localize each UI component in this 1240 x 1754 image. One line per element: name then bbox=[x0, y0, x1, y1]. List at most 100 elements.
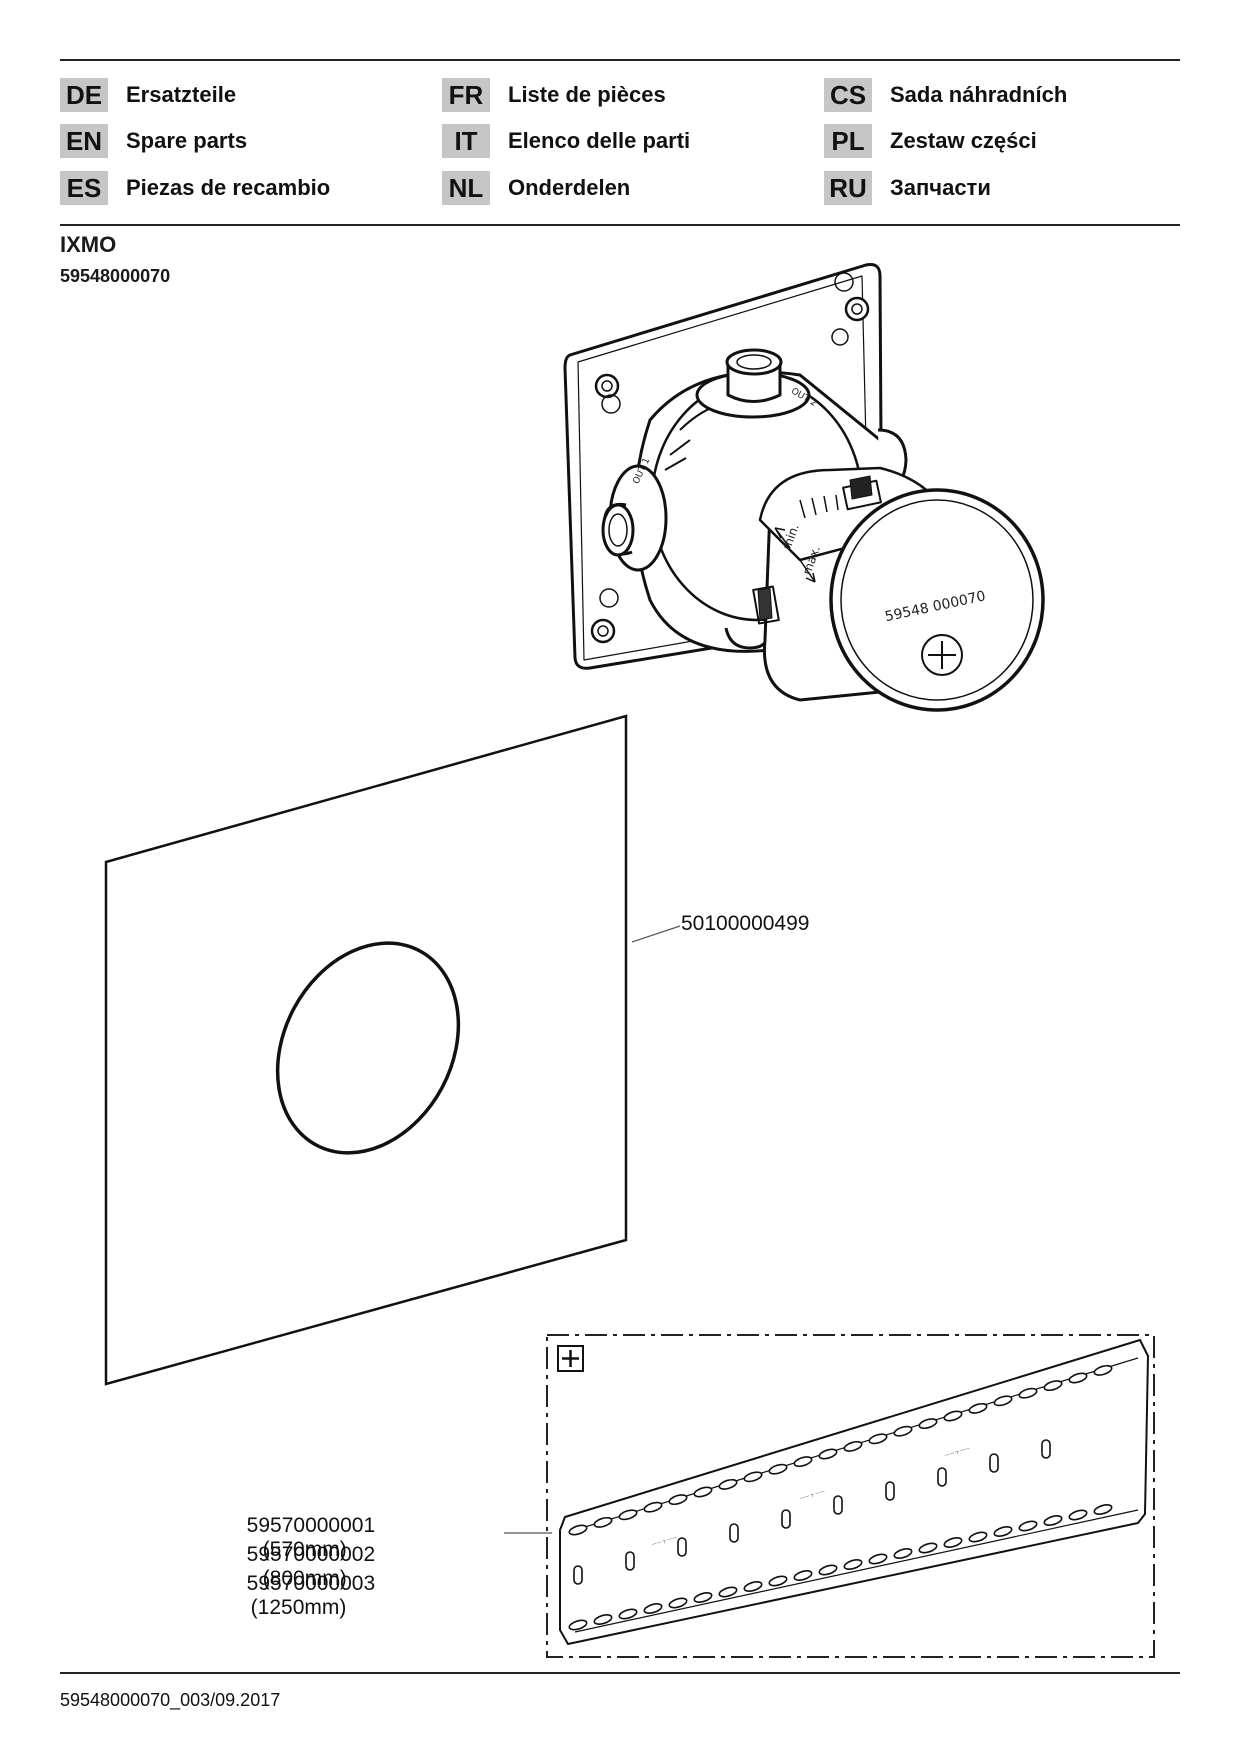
rail-slot bbox=[989, 1453, 999, 1473]
rail-slot bbox=[643, 1603, 663, 1614]
rail-slot bbox=[693, 1486, 713, 1498]
rail-slot bbox=[818, 1448, 838, 1460]
rail-slot bbox=[1043, 1380, 1063, 1392]
rail-slot bbox=[668, 1494, 688, 1506]
lang-code: NL bbox=[442, 171, 490, 205]
rail-slot bbox=[833, 1495, 843, 1515]
rail-slot bbox=[729, 1523, 739, 1543]
rail-slot bbox=[1093, 1364, 1113, 1376]
rail-slot bbox=[1068, 1372, 1088, 1384]
top-rule bbox=[60, 59, 1180, 61]
rail-part-size: (570mm) bbox=[262, 1538, 347, 1561]
rail-slot bbox=[568, 1524, 588, 1536]
rail-slot bbox=[768, 1575, 788, 1587]
rail-slot bbox=[593, 1614, 613, 1625]
header-bottom-rule bbox=[60, 224, 1180, 226]
lang-code: DE bbox=[60, 78, 108, 112]
lang-row-fr: FR Liste de pièces bbox=[442, 78, 666, 112]
rail-slot bbox=[918, 1418, 938, 1430]
lang-code: PL bbox=[824, 124, 872, 158]
rail-slot bbox=[843, 1559, 863, 1570]
rail-slot bbox=[1041, 1439, 1051, 1459]
rail-part-row-2: 59570000002 (800mm) bbox=[235, 1519, 375, 1591]
rail-part-row-3: 59570000003 (1250mm) bbox=[235, 1548, 375, 1620]
lang-row-pl: PL Zestaw części bbox=[824, 124, 1037, 158]
rail-slot bbox=[618, 1509, 638, 1521]
seal-plate bbox=[104, 714, 628, 1386]
lang-label: Liste de pièces bbox=[508, 82, 666, 107]
rail-slot bbox=[893, 1425, 913, 1437]
footer-rule bbox=[60, 1672, 1180, 1674]
lang-label: Spare parts bbox=[126, 128, 248, 153]
rail-slot bbox=[918, 1542, 938, 1554]
rail-slot bbox=[993, 1526, 1013, 1537]
valve-assembly bbox=[563, 263, 1045, 712]
rail-slot bbox=[818, 1564, 838, 1576]
rail-slot bbox=[793, 1570, 813, 1581]
rail-slot bbox=[768, 1463, 788, 1475]
lang-code: EN bbox=[60, 124, 108, 158]
rail-part-number: 59570000003 bbox=[246, 1572, 376, 1595]
rail-slot bbox=[1043, 1515, 1063, 1526]
lang-row-de: DE Ersatzteile bbox=[60, 78, 236, 112]
lang-row-cs: CS Sada náhradních bbox=[824, 78, 1067, 112]
document-id: 59548000070_003/09.2017 bbox=[60, 1690, 281, 1710]
rail-slot bbox=[677, 1537, 687, 1557]
rail-slot bbox=[1018, 1520, 1038, 1532]
rail-slot bbox=[781, 1509, 791, 1529]
lang-label: Elenco delle parti bbox=[508, 128, 691, 153]
rail-slot bbox=[885, 1481, 895, 1501]
lang-code: ES bbox=[60, 171, 108, 205]
product-title: IXMO bbox=[60, 232, 117, 257]
lang-label: Ersatzteile bbox=[126, 82, 237, 107]
rail-part-number: 59570000002 bbox=[246, 1543, 376, 1566]
rail-slot bbox=[718, 1586, 738, 1598]
lang-label: Piezas de recambio bbox=[126, 175, 331, 200]
rail-part-size: (800mm) bbox=[262, 1567, 347, 1590]
rail-slot bbox=[943, 1537, 963, 1548]
rail-slot bbox=[993, 1395, 1013, 1407]
product-number: 59548000070 bbox=[60, 266, 171, 286]
lang-row-it: IT Elenco delle parti bbox=[442, 124, 690, 158]
rail-slot bbox=[568, 1619, 588, 1631]
lang-label: Zestaw części bbox=[890, 128, 1037, 153]
rail-slot bbox=[743, 1581, 763, 1592]
rail-slot bbox=[618, 1608, 638, 1620]
lang-row-en: EN Spare parts bbox=[60, 124, 247, 158]
rail-slot bbox=[893, 1548, 913, 1559]
rail-slot bbox=[1093, 1504, 1113, 1515]
rail-slot bbox=[625, 1551, 635, 1571]
lang-code: RU bbox=[824, 171, 872, 205]
rail-slot bbox=[718, 1478, 738, 1490]
rail-slot bbox=[1018, 1387, 1038, 1399]
seal-plate-part-number: 50100000499 bbox=[681, 912, 810, 935]
rail-slot bbox=[843, 1440, 863, 1452]
rail-part-number: 59570000001 bbox=[246, 1514, 376, 1537]
rail-slot bbox=[573, 1565, 583, 1585]
lang-label: Запчасти bbox=[890, 175, 991, 200]
lang-label: Onderdelen bbox=[508, 175, 631, 200]
lang-code: FR bbox=[442, 78, 490, 112]
rail-slot bbox=[1068, 1509, 1088, 1521]
rail-slot bbox=[793, 1456, 813, 1468]
rail-part-row-1: 59570000001 (570mm) bbox=[235, 1490, 375, 1562]
rail-part-size: (1250mm) bbox=[250, 1596, 347, 1619]
rail-slot bbox=[593, 1516, 613, 1528]
lang-row-es: ES Piezas de recambio bbox=[60, 171, 330, 205]
lang-row-ru: RU Запчасти bbox=[824, 171, 991, 205]
lang-label: Sada náhradních bbox=[890, 82, 1068, 107]
rail-slot bbox=[943, 1410, 963, 1422]
rail-slot bbox=[643, 1501, 663, 1513]
lang-code: IT bbox=[442, 124, 490, 158]
seal-plate-leader-line bbox=[631, 925, 681, 943]
lang-row-nl: NL Onderdelen bbox=[442, 171, 630, 205]
rail-slot bbox=[743, 1471, 763, 1483]
rail-slot bbox=[868, 1433, 888, 1445]
rail-slot bbox=[968, 1402, 988, 1414]
rail-slot bbox=[868, 1553, 888, 1565]
rail-slot bbox=[968, 1531, 988, 1543]
rail-detail: —— ┬ —— —— ┬ —— —— ┬ —— bbox=[546, 1334, 1155, 1658]
rail-slot bbox=[693, 1592, 713, 1603]
lang-code: CS bbox=[824, 78, 872, 112]
